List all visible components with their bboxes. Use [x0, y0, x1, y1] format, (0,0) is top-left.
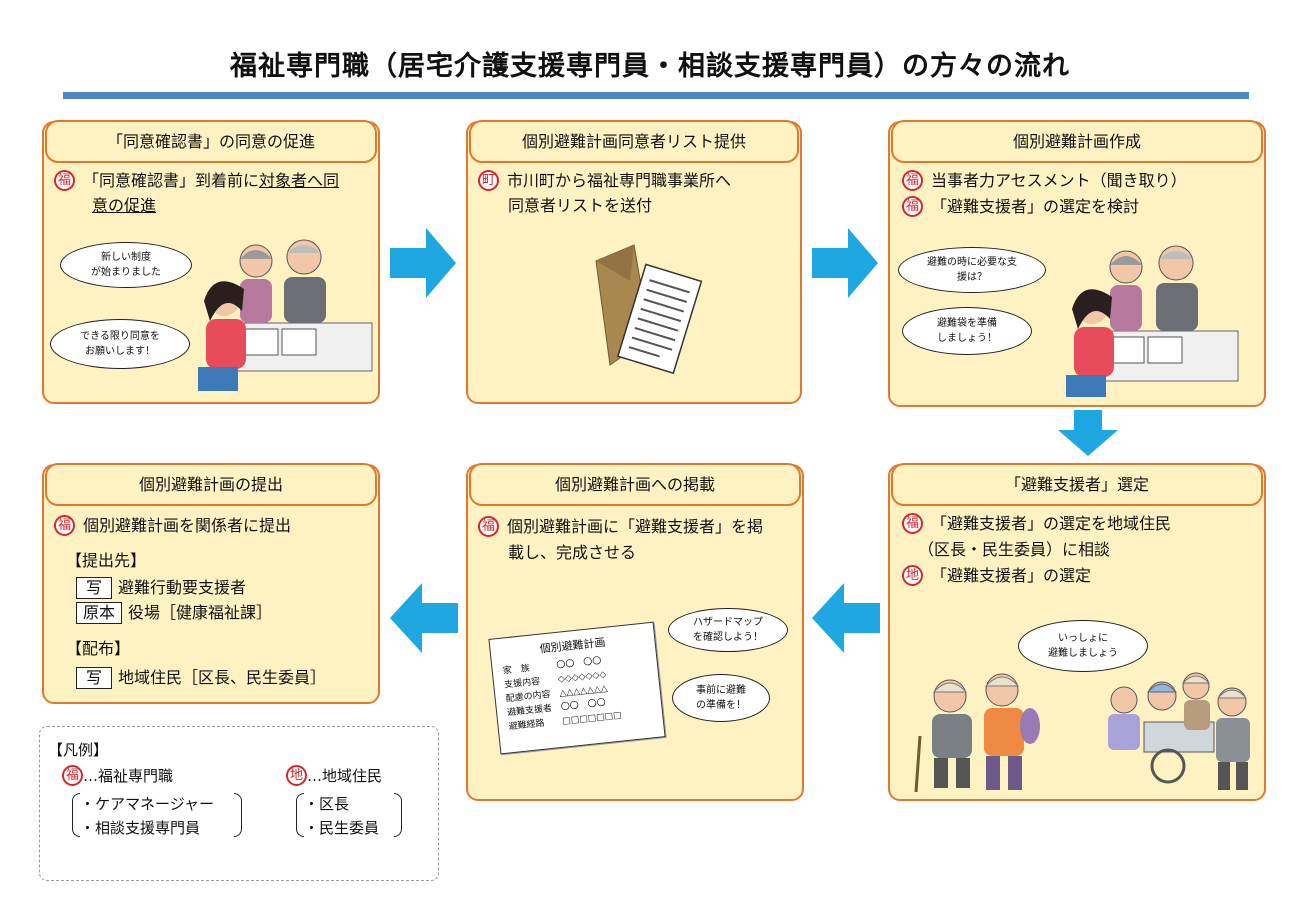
step-2-line-2: 同意者リストを送付 [508, 196, 653, 215]
copy-tag: 写 [76, 667, 113, 689]
distribution-label: 【配布】 [66, 639, 131, 658]
fuku-badge-icon: 福 [902, 170, 923, 191]
arrow-right-icon [390, 228, 456, 298]
step-5-box: 個別避難計画への掲載 福個別避難計画に「避難支援者」を掲 載し、完成させる ハザ… [466, 463, 804, 801]
step-2-box: 個別避難計画同意者リスト提供 町市川町から福祉専門職事業所へ 同意者リストを送付 [466, 120, 802, 404]
submit-destination-label: 【提出先】 [66, 551, 147, 570]
page-title: 福祉専門職（居宅介護支援専門員・相談支援専門員）の方々の流れ [230, 51, 1070, 82]
step-4-line-1: 福「避難支援者」の選定を地域住民 [902, 511, 1171, 536]
original-tag: 原本 [76, 602, 123, 624]
step-4-line-3: 地「避難支援者」の選定 [902, 563, 1091, 588]
step-6-line-1: 福個別避難計画を関係者に提出 [54, 513, 291, 538]
step-5-header: 個別避難計画への掲載 [469, 463, 801, 506]
step-1-line-2: 意の促進 [92, 196, 157, 215]
legend-bracket-left [72, 793, 80, 837]
arrow-left-icon [390, 583, 458, 653]
step-3-header: 個別避難計画作成 [891, 120, 1263, 163]
step-2-header: 個別避難計画同意者リスト提供 [469, 120, 799, 163]
step-4-speech-bubble: いっしょに 避難しましょう [1018, 620, 1148, 672]
step-1-speech-bubble-2: できる限り同意を お願いします！ [50, 319, 190, 369]
machi-badge-icon: 町 [478, 170, 499, 191]
chi-badge-icon: 地 [286, 765, 307, 786]
step-5-speech-bubble-1: ハザードマップ を確認しよう！ [668, 608, 788, 652]
legend-bracket-right [234, 793, 242, 837]
arrow-right-icon [812, 228, 878, 298]
step-4-header: 「避難支援者」選定 [891, 463, 1263, 506]
submit-row-2: 原本役場［健康福祉課］ [76, 600, 272, 625]
step-4-box: 「避難支援者」選定 福「避難支援者」の選定を地域住民 （区長・民生委員）に相談 … [888, 463, 1266, 801]
step-5-line-1: 福個別避難計画に「避難支援者」を掲 [478, 514, 763, 539]
legend: 【凡例】 福…福祉専門職 ・ケアマネージャー ・相談支援専門員 地…地域住民 ・… [39, 726, 439, 881]
fuku-badge-icon: 福 [54, 170, 75, 191]
consultation-illustration [198, 239, 373, 391]
arrow-left-icon [812, 583, 880, 653]
legend-fuku-item-1: ・ケアマネージャー [80, 795, 214, 813]
legend-fuku-item-2: ・相談支援専門員 [80, 819, 201, 837]
title-underline [63, 92, 1249, 99]
step-6-box: 個別避難計画の提出 福個別避難計画を関係者に提出 【提出先】 写避難行動要支援者… [42, 463, 380, 704]
step-3-speech-bubble-2: 避難袋を準備 しましょう！ [902, 307, 1032, 355]
legend-fuku: 福…福祉専門職 [62, 765, 173, 787]
fuku-badge-icon: 福 [902, 513, 923, 534]
submit-row-1: 写避難行動要支援者 [76, 575, 246, 600]
fuku-badge-icon: 福 [54, 515, 75, 536]
evacuation-illustration [914, 672, 1250, 793]
step-1-box: 「同意確認書」の同意の促進 福「同意確認書」到着前に対象者へ同 意の促進 新しい… [42, 120, 380, 404]
legend-chi-item-1: ・区長 [304, 795, 350, 813]
legend-title: 【凡例】 [48, 741, 109, 759]
fuku-badge-icon: 福 [62, 765, 83, 786]
legend-chi-item-2: ・民生委員 [304, 819, 380, 837]
fuku-badge-icon: 福 [902, 196, 923, 217]
legend-chi: 地…地域住民 [286, 765, 382, 787]
fuku-badge-icon: 福 [478, 516, 499, 537]
step-3-line-1: 福当事者力アセスメント（聞き取り） [902, 168, 1187, 193]
step-1-line-1: 福「同意確認書」到着前に対象者へ同 [54, 168, 339, 193]
step-3-line-2: 福「避難支援者」の選定を検討 [902, 194, 1139, 219]
step-3-box: 個別避難計画作成 福当事者力アセスメント（聞き取り） 福「避難支援者」の選定を検… [888, 120, 1266, 407]
evacuation-plan-document: 個別避難計画 家 族〇〇 〇〇 支援内容◇◇◇◇◇◇◇ 配慮の内容△△△△△△△… [488, 621, 666, 755]
step-1-speech-bubble-1: 新しい制度 が始まりました [60, 242, 192, 288]
arrow-down-icon [1058, 410, 1118, 456]
step-3-speech-bubble-1: 避難の時に必要な支 援は？ [898, 247, 1046, 293]
step-2-line-1: 町市川町から福祉専門職事業所へ [478, 168, 731, 193]
assessment-illustration [1066, 245, 1239, 397]
step-5-speech-bubble-2: 事前に避難 の準備を！ [672, 674, 770, 722]
distribution-row-1: 写地域住民［区長、民生委員］ [76, 665, 326, 690]
chi-badge-icon: 地 [902, 565, 923, 586]
envelope-document-illustration [595, 244, 703, 375]
legend-bracket-right [394, 793, 402, 837]
copy-tag: 写 [76, 577, 113, 599]
step-4-line-2: （区長・民生委員）に相談 [918, 540, 1111, 559]
step-6-header: 個別避難計画の提出 [45, 463, 377, 506]
step-1-header: 「同意確認書」の同意の促進 [45, 120, 377, 163]
step-5-line-2: 載し、完成させる [508, 543, 637, 562]
legend-bracket-left [296, 793, 304, 837]
